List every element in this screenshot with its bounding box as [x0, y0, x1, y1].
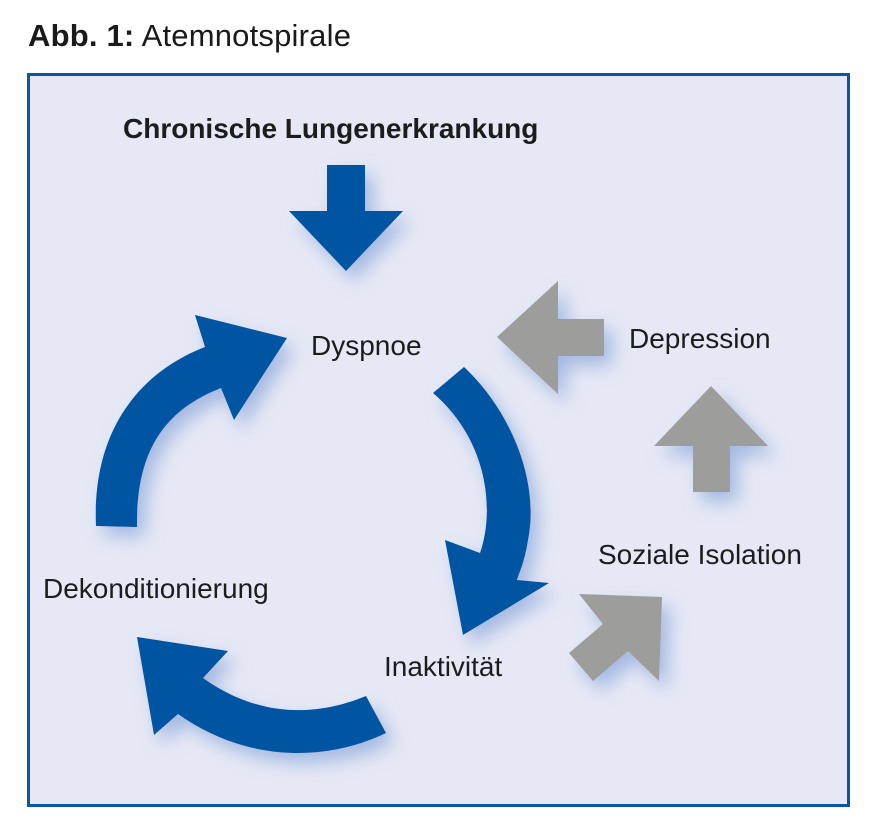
arrow-soziale-isolation-to-depression: [654, 386, 768, 492]
arrow-inaktivitaet-to-soziale-isolation: [569, 594, 662, 681]
node-dekonditionierung: Dekonditionierung: [43, 573, 269, 604]
figure-title-text: Atemnotspirale: [141, 18, 352, 53]
curved-arrow-dekonditionierung-to-dyspnoe: [95, 315, 287, 527]
node-dyspnoe: Dyspnoe: [311, 330, 422, 361]
curved-arrow-dyspnoe-to-inaktivitaet: [433, 367, 549, 635]
arrow-down-cause-to-dyspnoe: [289, 165, 403, 271]
curved-arrow-inaktivitaet-to-dekonditionierung: [137, 637, 386, 753]
arrow-depression-to-dyspnoe: [497, 281, 604, 394]
node-depression: Depression: [629, 323, 771, 354]
figure-title: Abb. 1: Atemnotspirale: [28, 18, 351, 54]
node-inaktivitaet: Inaktivität: [384, 651, 502, 682]
node-soziale-isolation: Soziale Isolation: [598, 539, 802, 570]
node-chronische-lungenerkrankung: Chronische Lungenerkrankung: [123, 113, 538, 144]
figure-label: Abb. 1:: [28, 18, 135, 53]
